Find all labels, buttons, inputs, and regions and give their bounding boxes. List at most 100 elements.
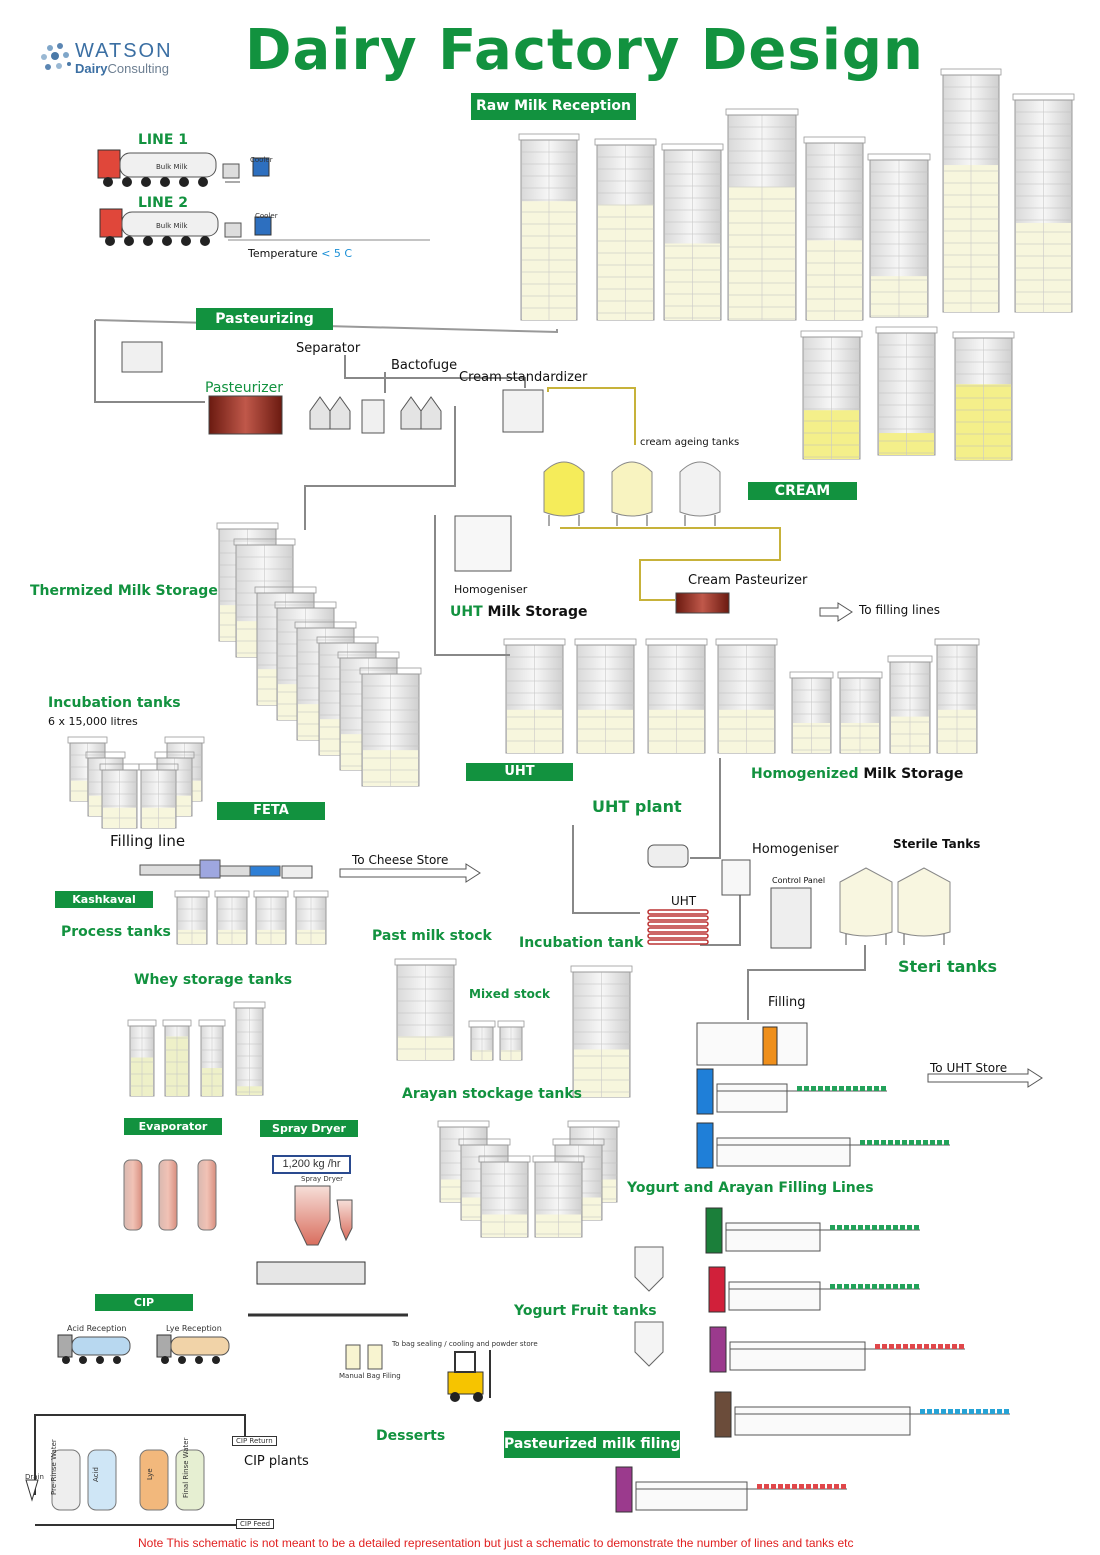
- cream-pasteurizer-label: Cream Pasteurizer: [688, 573, 807, 588]
- temperature-value: < 5 C: [321, 247, 352, 260]
- drain-label: Drain: [25, 1473, 44, 1481]
- bactofuge-label: Bactofuge: [391, 358, 457, 373]
- raw-milk-silo: [1013, 94, 1074, 312]
- cream-ageing-tank: [680, 462, 720, 526]
- uht-heater-coil: [648, 922, 708, 926]
- control-panel-label: Control Panel: [772, 876, 825, 885]
- uht-storage-tank: [575, 639, 636, 753]
- control-panel: [771, 888, 811, 948]
- bag: [368, 1345, 382, 1369]
- cip-tank: [176, 1450, 204, 1510]
- past-milk-stock-tank: [395, 959, 456, 1060]
- whey-storage-tank: [128, 1020, 156, 1096]
- kashkaval-label: Kashkaval: [55, 891, 153, 908]
- pasteurizer-label: Pasteurizer: [205, 380, 283, 396]
- logo-consulting: Consulting: [108, 61, 169, 76]
- incubation-tank: [139, 764, 178, 828]
- yogurt-filling-lines-label: Yogurt and Arayan Filling Lines: [627, 1180, 874, 1196]
- cip-tank1-label: Pre-Rinse Water: [50, 1439, 58, 1495]
- pipe: [548, 388, 635, 445]
- bactofuge-unit: [362, 400, 384, 433]
- bag: [346, 1345, 360, 1369]
- to-cheese-store-label: To Cheese Store: [352, 853, 448, 867]
- spray-dryer-small-label: Spray Dryer: [301, 1175, 343, 1183]
- incubation-tank: [100, 764, 139, 828]
- cip-truck: [157, 1335, 229, 1364]
- pasteurizing-label: Pasteurizing: [196, 308, 333, 330]
- temperature-text: Temperature: [248, 247, 318, 260]
- cip-plants-label: CIP plants: [244, 1454, 309, 1469]
- drain-funnel-icon: [26, 1480, 38, 1500]
- filling-line-machine: [697, 1123, 950, 1168]
- homogenized-storage-tank: [838, 672, 882, 753]
- cream-ageing-label: cream ageing tanks: [640, 437, 739, 448]
- process-tank: [254, 891, 288, 944]
- to-filling-lines-arrow: [820, 603, 852, 621]
- cip-tank3-label: Lye: [146, 1468, 154, 1480]
- filling-line-label: Filling line: [110, 832, 185, 850]
- cip-label: CIP: [95, 1294, 193, 1311]
- uht-heater-coil: [648, 928, 708, 932]
- steri-tanks-label: Steri tanks: [898, 957, 997, 976]
- separator-unit: [310, 397, 330, 429]
- process-tank: [175, 891, 209, 944]
- filling-line-machine: [710, 1327, 965, 1372]
- yogurt-fruit-tanks-label: Yogurt Fruit tanks: [514, 1303, 657, 1319]
- filling-line-machine: [616, 1467, 847, 1512]
- arayan-tank: [479, 1156, 530, 1237]
- pasteurized-milk-filling-label: Pasteurized milk filing: [504, 1431, 680, 1458]
- evaporator-column: [159, 1160, 177, 1230]
- cip-tank4-label: Final Rinse Water: [182, 1438, 190, 1498]
- logo-dairy: Dairy: [75, 61, 108, 76]
- filling-machine: [697, 1023, 807, 1065]
- filling-line-machine: [706, 1208, 920, 1253]
- homogenized-a: Homogenized: [751, 766, 859, 782]
- to-filling-lines-label: To filling lines: [859, 603, 940, 617]
- uht-pump: [648, 845, 688, 867]
- filling-line-machine: [709, 1267, 920, 1312]
- cream-standardizer-label: Cream standardizer: [459, 370, 587, 385]
- uht-homogeniser-unit: [722, 860, 750, 895]
- cip-return-label: CIP Return: [232, 1436, 277, 1446]
- raw-milk-silo: [804, 137, 865, 320]
- sterile-tanks-label: Sterile Tanks: [893, 837, 980, 851]
- raw-milk-silo: [868, 154, 930, 317]
- cream-standardizer-unit: [503, 390, 543, 432]
- cream-ageing-tank: [544, 462, 584, 526]
- truck1-text: Bulk Milk: [156, 163, 187, 171]
- raw-milk-silo: [595, 139, 656, 320]
- logo-top-text: WATSON: [75, 40, 173, 63]
- spray-dryer-chamber: [295, 1186, 330, 1245]
- mixed-stock-tank: [469, 1021, 495, 1060]
- pipe: [690, 758, 720, 858]
- cip-truck: [58, 1335, 130, 1364]
- raw-milk-reception-label: Raw Milk Reception: [471, 93, 636, 120]
- logo-bottom: DairyConsulting: [75, 61, 169, 76]
- raw-milk-silo: [726, 109, 798, 320]
- cooler1-label: Cooler: [250, 156, 273, 164]
- homogenized-storage-tank: [935, 639, 979, 753]
- mixed-stock-label: Mixed stock: [469, 987, 550, 1001]
- desserts-label: Desserts: [376, 1428, 445, 1444]
- uht-storage-tank: [646, 639, 707, 753]
- raw-milk-silo: [519, 134, 579, 320]
- process-tanks-label: Process tanks: [61, 924, 171, 940]
- homogenized-b: Milk Storage: [859, 766, 964, 782]
- whey-storage-label: Whey storage tanks: [134, 972, 292, 988]
- logo: WATSON DairyConsulting: [38, 40, 178, 80]
- uht-storage-tank: [504, 639, 565, 753]
- filling-machine-door: [763, 1027, 777, 1065]
- uht-storage-tank: [716, 639, 777, 753]
- cream-silo: [801, 331, 862, 459]
- homogenized-storage-tank: [790, 672, 833, 753]
- sterile-tank: [840, 868, 892, 945]
- pipe: [748, 945, 865, 1020]
- uht-heater-coil: [648, 910, 708, 914]
- separator-unit: [401, 397, 421, 429]
- incubation-tanks-label: Incubation tanks: [48, 695, 181, 711]
- cream-label: CREAM: [748, 482, 857, 500]
- mixed-stock-tank: [498, 1021, 524, 1060]
- cip-tank: [140, 1450, 168, 1510]
- temperature-label: Temperature < 5 C: [248, 247, 352, 260]
- forklift-icon: [448, 1350, 490, 1402]
